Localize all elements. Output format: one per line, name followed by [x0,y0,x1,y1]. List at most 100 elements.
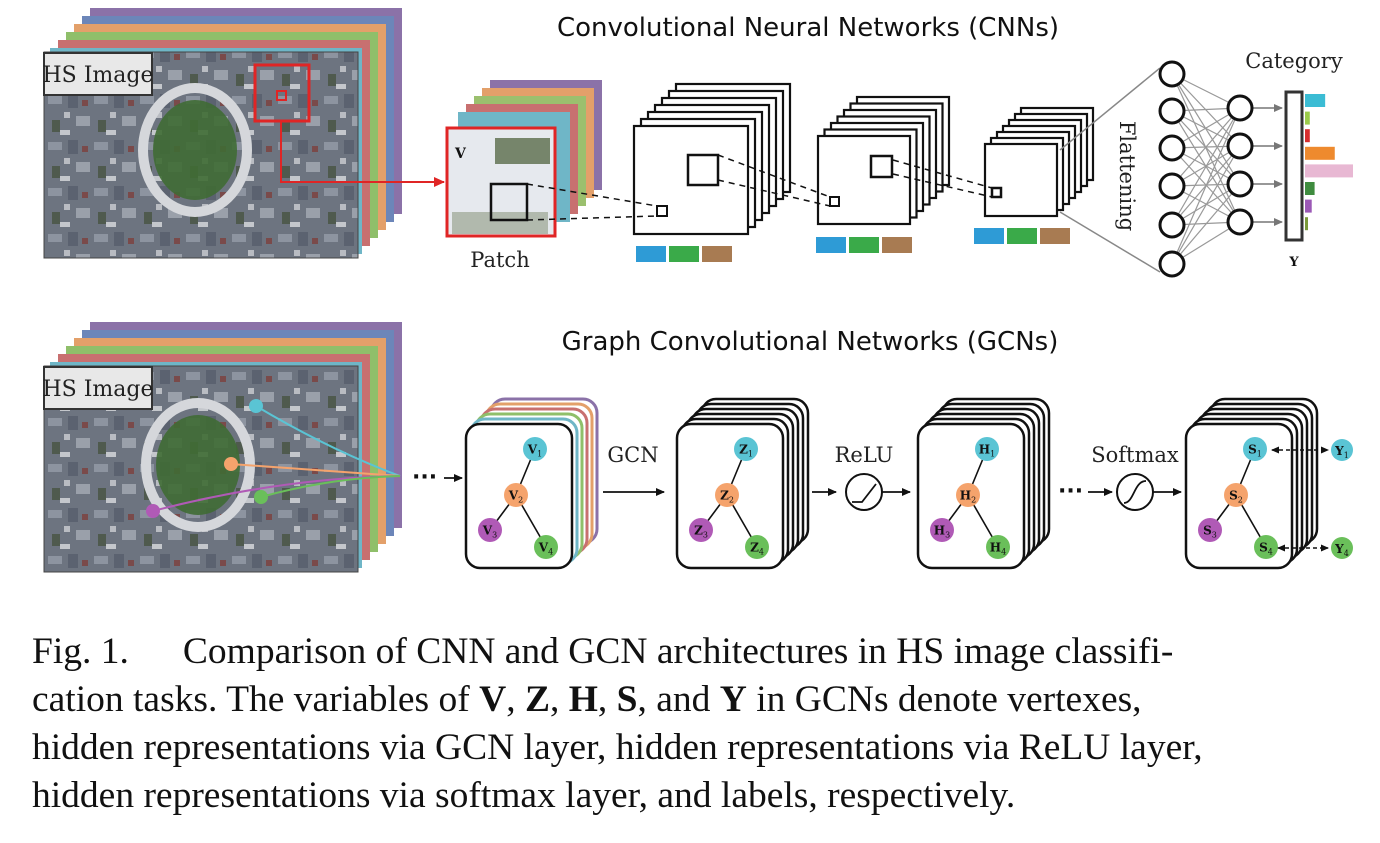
gcn-title: Graph Convolutional Networks (GCNs) [562,327,1059,357]
gcn-op-relu-label: ReLU [835,443,894,467]
channel-bar [702,246,732,262]
graph-node-label: V3 [482,524,497,540]
cnn-category-bars [1305,94,1353,231]
cnn-patch-window [489,182,529,222]
gcn-label-y4: Y4 [1277,537,1353,559]
graph-node-label: Z4 [750,541,764,557]
cnn-hs-label-box [43,52,153,96]
cnn-fully-connected-network [1158,60,1283,278]
channel-bar [1007,228,1037,244]
caption-sep-4: , and [637,679,720,720]
cnn-receptive-field-lines [526,154,993,221]
gcn-pixel-v3 [146,504,160,518]
nn-input-node [1158,250,1186,278]
category-bar [1305,217,1308,231]
graph-node [930,518,954,542]
caption-var-z: Z [524,679,550,720]
figure-caption: Fig. 1. Comparison of CNN and GCN archite… [32,628,1352,820]
caption-line-4: hidden representations via softmax layer… [32,775,1016,816]
gcn-op-softmax-label: Softmax [1091,443,1179,467]
graph-node-label: Z1 [739,443,753,459]
svg-text:Y4: Y4 [1334,542,1349,558]
gcn-label-y4-letter: Y [1334,542,1344,556]
cnn-output-vector [1284,90,1304,242]
gcn-relu-icon [845,473,883,511]
graph-node-label: V2 [508,489,523,505]
gcn-pixel-v4 [254,490,268,504]
nn-input-node [1158,97,1186,125]
graph-node-label: H3 [934,524,950,540]
graph-node-label: Z2 [720,489,734,505]
cnn-patch-var: V [454,146,467,162]
cnn-feature-maps-2 [816,95,951,226]
caption-var-s: S [616,679,638,720]
figure-diagram: Convolutional Neural Networks (CNNs) HS … [42,8,1353,573]
fmap1-layer [632,124,750,236]
graph-node [734,437,758,461]
caption-var-y: Y [719,679,747,720]
graph-node-label: S2 [1229,489,1243,505]
caption-line-1: Fig. 1. Comparison of CNN and GCN archite… [32,628,1352,676]
graph-node [1243,437,1267,461]
caption-var-h: H [568,679,598,720]
nn-input-node [1158,134,1186,162]
channel-bar [974,228,1004,244]
channel-bar [849,237,879,253]
category-bar [1305,146,1335,160]
cnn-patch-arrow [280,121,445,187]
graph-node [715,483,739,507]
fmap2-window [869,154,894,179]
nn-input-node [1158,60,1186,88]
graph-node [689,518,713,542]
gcn-ellipsis-2: ··· [1058,479,1083,504]
caption-line-1-text: Comparison of CNN and GCN architectures … [182,631,1174,672]
nn-input-node [1158,172,1186,200]
graph-node [534,535,558,559]
caption-sep-1: , [506,679,525,720]
graph-node [986,535,1010,559]
nn-hidden-node [1226,170,1254,198]
cnn-feature-maps-1 [632,82,792,236]
graph-node [975,437,999,461]
cnn-hs-image-stack [43,8,402,259]
graph-node-label: S4 [1259,541,1273,557]
caption-sep-2: , [549,679,569,720]
graph-node [478,518,502,542]
graph-node [1254,535,1278,559]
category-bar [1305,94,1326,107]
gcn-pixel-v1 [249,399,263,413]
category-bar [1305,182,1315,195]
caption-line-2: cation tasks. The variables of V, Z, H, … [32,676,1352,724]
fmap3-unit [991,187,1002,198]
fmap2-layer [816,134,912,226]
graph-node [1224,483,1248,507]
cnn-category-label: Category [1245,49,1343,73]
fmap1-unit [656,205,668,217]
nn-hidden-node [1226,132,1254,160]
graph-node-label: V4 [538,541,553,557]
caption-line-2-post: in GCNs denote vertexes, [746,679,1142,720]
gcn-label-y1-sub: 1 [1344,451,1349,460]
gcn-label-y1-letter: Y [1334,444,1344,458]
svg-text:Y1: Y1 [1334,444,1349,460]
graph-node-label: Z3 [694,524,708,540]
cnn-flatten-label: Flattening [1115,121,1139,231]
graph-node-label: H1 [979,443,995,459]
graph-node-label: V1 [527,443,542,459]
cnn-output-var: Y [1288,255,1299,270]
cnn-channel-bars [636,228,1070,262]
cnn-patch-stack [445,80,602,238]
graph-node [523,437,547,461]
caption-line-2-pre: cation tasks. The variables of [32,679,480,720]
category-bar [1305,111,1310,125]
gcn-hs-image-stack [43,322,402,573]
nn-hidden-node [1226,208,1254,236]
nn-hidden-node [1226,94,1254,122]
caption-fig-number: Fig. 1. [32,631,129,672]
gcn-op-gcn-label: GCN [607,443,658,467]
channel-bar [816,237,846,253]
gcn-hs-label-box [43,366,153,410]
gcn-pixel-links [152,405,401,512]
graph-node-label: S3 [1203,524,1217,540]
gcn-label-y1: Y1 [1271,439,1353,461]
